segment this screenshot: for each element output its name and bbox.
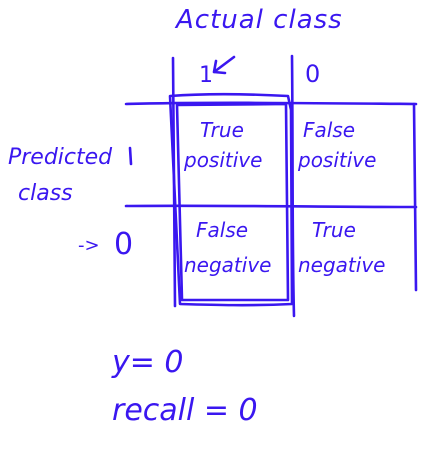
predicted-class-line1: Predicted xyxy=(8,145,113,170)
cell-false-positive: False positive xyxy=(297,118,376,172)
column-highlight-outline-inner xyxy=(175,102,290,302)
predicted-tick-mark xyxy=(128,146,133,166)
cell-true-positive-line1: True xyxy=(200,118,244,142)
predicted-row-0-label: 0 xyxy=(114,227,133,262)
cell-false-positive-line2: positive xyxy=(297,148,376,172)
matrix-right-border xyxy=(412,102,418,292)
cell-true-negative-line2: negative xyxy=(298,253,385,277)
cell-false-negative-line1: False xyxy=(196,218,248,242)
predicted-row-0-arrow: -> xyxy=(78,235,100,256)
predicted-class-line2: class xyxy=(18,181,73,206)
cell-true-positive-line2: positive xyxy=(183,148,262,172)
cell-true-negative-line1: True xyxy=(312,218,356,242)
matrix-middle-line xyxy=(124,204,418,209)
cell-false-negative: False negative xyxy=(184,218,271,277)
note-recall-equals-zero: recall = 0 xyxy=(112,393,258,428)
arrow-to-actual-1-icon xyxy=(212,55,236,75)
note-y-equals-zero: y= 0 xyxy=(111,345,184,380)
cell-false-positive-line1: False xyxy=(303,118,355,142)
column-highlight-outline xyxy=(168,92,294,307)
cell-true-negative: True negative xyxy=(298,218,385,277)
matrix-top-line xyxy=(124,101,418,106)
cell-true-positive: True positive xyxy=(183,118,262,172)
cell-false-negative-line2: negative xyxy=(184,253,271,277)
actual-class-title: Actual class xyxy=(174,5,343,35)
actual-class-0-label: 0 xyxy=(305,60,320,88)
actual-class-1-label: 1 xyxy=(199,63,213,88)
